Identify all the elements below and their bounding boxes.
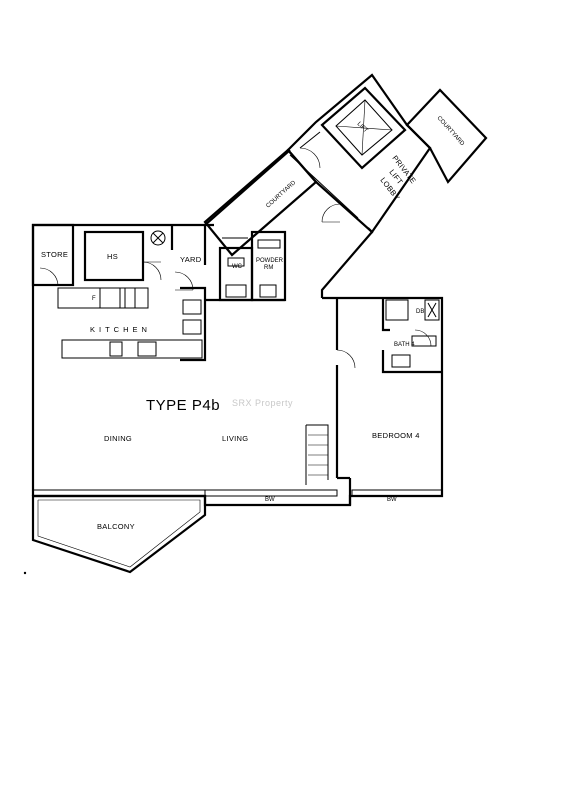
bw-right-label: BW [387,497,397,503]
labels: TYPE P4b SRX Property STORE HS YARD WC P… [41,115,465,531]
interior-walls [33,298,443,505]
kitchen-area [57,286,207,362]
kitchen-label: KITCHEN [90,325,151,334]
yard-label: YARD [180,255,202,264]
powder-label-line2: RM [264,265,273,271]
bath4-label: BATH 4 [394,342,415,348]
kitchen-f-label: F [92,296,96,302]
courtyard-left-label: COURTYARD [265,180,297,210]
dining-label: DINING [104,434,132,443]
hs-label: HS [107,252,118,261]
living-label: LIVING [222,434,248,443]
wc-label: WC [232,264,243,270]
plan-mark [23,571,27,575]
balcony-label: BALCONY [97,522,135,531]
db-label: DB [416,309,424,315]
store-label: STORE [41,250,68,259]
bw-left-label: BW [265,497,275,503]
lobby-block [203,73,488,257]
courtyard-right-label: COURTYARD [436,115,466,147]
bedroom4-label: BEDROOM 4 [372,431,420,440]
watermark-label: SRX Property [232,398,293,408]
balcony [31,494,207,574]
powder-label-line1: POWDER [256,258,284,264]
service-area [31,223,287,302]
title-label: TYPE P4b [146,397,220,414]
